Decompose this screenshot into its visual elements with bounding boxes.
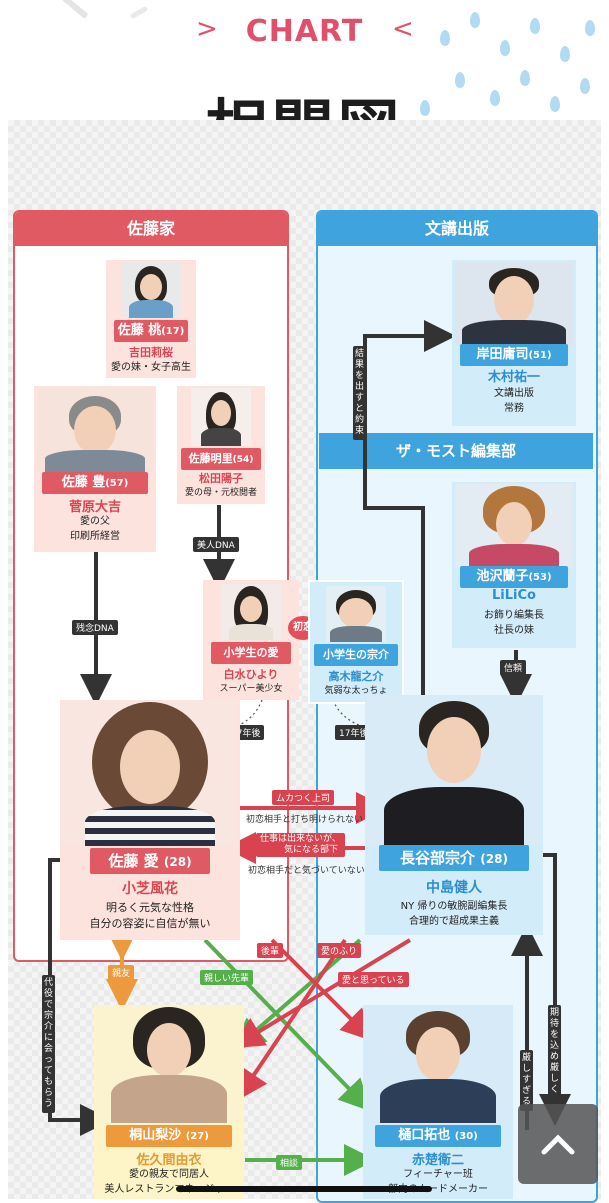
left-chevrons: >: [196, 14, 218, 44]
ikezawa-desc-2: 社長の妹: [494, 625, 534, 636]
chevron-up-icon: [541, 1134, 575, 1155]
character-card-akari: 佐藤明里(54) 松田陽子 愛の母・元校閲者: [177, 386, 265, 504]
label-mukatsuku-joshi: ムカつく上司: [272, 790, 335, 805]
yutaka-actor: 菅原大吉: [68, 500, 121, 515]
kishida-photo: [455, 262, 573, 346]
ai-desc-2: 自分の容姿に自信が無い: [89, 917, 211, 930]
yutaka-photo: [37, 388, 153, 472]
akari-name-band: 佐藤明里(54): [181, 448, 261, 470]
label-shigoto-dekinai: 仕事は出来ないが、気になる部下: [256, 833, 345, 857]
label-kekka-yakusoku: 結果を出すと約束: [353, 346, 366, 440]
momo-actor: 吉田莉桜: [129, 346, 173, 359]
ai-name-band: 佐藤 愛 (28): [90, 848, 210, 874]
yutaka-name-band: 佐藤 豊(57): [42, 472, 148, 494]
scroll-to-top-button[interactable]: [518, 1104, 598, 1184]
right-chevrons: <: [392, 14, 414, 44]
label-shinyu: 親友: [108, 965, 135, 980]
character-card-young-ai: 小学生の愛 白水ひより スーパー美少女: [203, 580, 299, 700]
sosuke-photo: [366, 695, 542, 845]
character-card-yutaka: 佐藤 豊(57) 菅原大吉 愛の父 印刷所経営: [34, 386, 156, 552]
character-card-ai: 佐藤 愛 (28) 小芝風花 明るく元気な性格 自分の容姿に自信が無い: [60, 700, 240, 940]
yutaka-desc-1: 愛の父: [80, 516, 110, 527]
kiriyama-name-band: 桐山梨沙 (27): [106, 1125, 232, 1147]
young-sosuke-name-band: 小学生の宗介: [314, 644, 398, 666]
chart-label: CHART: [245, 14, 364, 49]
ai-photo: [62, 700, 238, 846]
label-kibishisugiru: 厳しすぎる: [520, 1050, 533, 1111]
label-shitashii-senpai: 親しい先輩: [200, 970, 254, 985]
character-card-kishida: 岸田庸司(51) 木村祐一 文講出版 常務: [452, 260, 576, 426]
label-kizuite-inai: 初恋相手だと気づいていない: [248, 866, 365, 876]
momo-photo: [121, 262, 181, 318]
ikezawa-desc-1: お飾り編集長: [484, 610, 544, 621]
ai-actor: 小芝風花: [122, 881, 178, 897]
kiriyama-actor: 佐久間由衣: [136, 1153, 202, 1168]
young-ai-actor: 白水ひより: [223, 668, 279, 681]
home-indicator[interactable]: [176, 1186, 432, 1192]
young-ai-photo: [221, 584, 281, 640]
label-sodan: 相談: [276, 1155, 303, 1170]
character-card-kiriyama: 桐山梨沙 (27) 佐久間由衣 愛の親友で同居人 美人レストランマネージャー: [94, 1005, 244, 1199]
sato-family-heading: 佐藤家: [15, 212, 287, 246]
kiriyama-photo: [96, 1005, 242, 1123]
young-sosuke-desc: 気弱な太っちょ: [324, 686, 388, 696]
higuchi-desc-1: フィーチャー班: [403, 1169, 473, 1180]
label-kohai: 後輩: [257, 943, 284, 958]
ikezawa-name-band: 池沢蘭子(53): [460, 566, 568, 588]
momo-desc: 愛の妹・女子高生: [111, 362, 191, 373]
kiriyama-desc-2: 美人レストランマネージャー: [104, 1184, 234, 1195]
kiriyama-desc-1: 愛の親友で同居人: [129, 1169, 209, 1180]
ikezawa-actor: LiLiCo: [492, 588, 536, 603]
young-ai-desc: スーパー美少女: [219, 684, 283, 694]
character-card-momo: 佐藤 桃(17) 吉田莉桜 愛の妹・女子高生: [106, 260, 196, 378]
kishida-actor: 木村祐一: [487, 370, 540, 385]
sosuke-desc-2: 合理的で超成果主義: [409, 916, 499, 927]
akari-actor: 松田陽子: [199, 472, 243, 485]
higuchi-name-band: 樋口拓也 (30): [375, 1125, 501, 1147]
character-card-sosuke: 長谷部宗介 (28) 中島健人 NY 帰りの敏腕副編集長 合理的で超成果主義: [365, 695, 543, 935]
label-ai-to-omotte: 愛と思っている: [338, 972, 409, 987]
sosuke-name-band: 長谷部宗介 (28): [379, 845, 529, 871]
label-17-years-2: 17年後: [335, 725, 373, 740]
label-ai-no-furi: 愛のふり: [317, 943, 362, 958]
ai-desc-1: 明るく元気な性格: [106, 901, 194, 914]
kishida-desc-2: 常務: [504, 403, 524, 414]
label-daiyaku: 代役で宗介に会ってもらう: [42, 975, 55, 1113]
higuchi-desc-2: 部内のムードメーカー: [388, 1184, 488, 1195]
higuchi-photo: [365, 1005, 511, 1123]
young-sosuke-actor: 高木龍之介: [328, 670, 384, 683]
kishida-desc-1: 文講出版: [494, 388, 534, 399]
yutaka-desc-2: 印刷所経営: [70, 531, 120, 542]
higuchi-actor: 赤楚衛二: [411, 1153, 464, 1168]
young-ai-name-band: 小学生の愛: [211, 642, 291, 664]
sosuke-actor: 中島健人: [426, 880, 482, 896]
label-shinrai: 信頼: [500, 660, 527, 675]
label-kitai: 期待を込め厳しく: [548, 1005, 561, 1099]
kishida-name-band: 岸田庸司(51): [460, 344, 568, 366]
character-card-ikezawa: 池沢蘭子(53) LiLiCo お飾り編集長 社長の妹: [452, 482, 576, 648]
akari-desc: 愛の母・元校閲者: [184, 488, 257, 498]
character-card-higuchi: 樋口拓也 (30) 赤楚衛二 フィーチャー班 部内のムードメーカー: [363, 1005, 513, 1199]
label-bijin-dna: 美人DNA: [193, 537, 239, 552]
akari-photo: [191, 388, 251, 446]
momo-name-band: 佐藤 桃(17): [114, 320, 188, 342]
character-card-young-sosuke: 小学生の宗介 高木龍之介 気弱な太っちょ: [308, 580, 404, 704]
label-zannen-dna: 残念DNA: [72, 620, 118, 635]
bunkou-heading: 文講出版: [318, 212, 596, 246]
label-uchiakerarenai: 初恋相手と打ち明けられない: [246, 815, 364, 825]
young-sosuke-photo: [326, 586, 386, 642]
sosuke-desc-1: NY 帰りの敏腕副編集長: [400, 901, 508, 912]
ikezawa-photo: [455, 484, 573, 568]
